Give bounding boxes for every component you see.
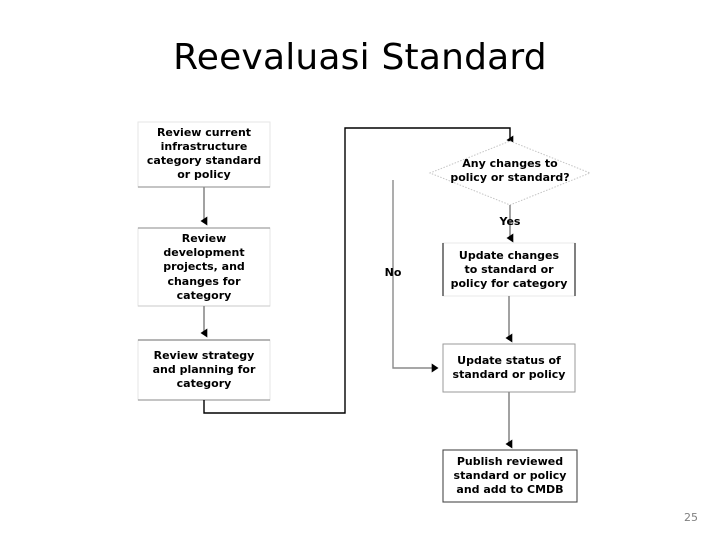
node-label-review-development-projects: Review development projects, and changes… xyxy=(163,232,245,302)
edge-label-yes: Yes xyxy=(499,215,521,228)
node-label-any-changes-decision: Any changes to policy or standard? xyxy=(450,156,570,184)
node-review-current-infrastructure-shape xyxy=(137,121,271,188)
node-label-publish-reviewed: Publish reviewed standard or policy and … xyxy=(453,454,567,497)
node-label-review-current-infrastructure: Review current infrastructure category s… xyxy=(146,125,262,182)
page-title: Reevaluasi Standard xyxy=(173,37,547,78)
node-update-changes-shape xyxy=(442,242,576,297)
node-label-review-strategy-planning: Review strategy and planning for categor… xyxy=(152,348,256,391)
page-number: 25 xyxy=(684,511,698,524)
edge-label-no: No xyxy=(384,266,402,279)
node-label-update-changes: Update changes to standard or policy for… xyxy=(450,248,568,291)
node-publish-reviewed-shape xyxy=(442,449,578,503)
connector-decision-no xyxy=(392,180,439,373)
node-update-status-shape xyxy=(442,343,576,393)
node-label-update-status: Update status of standard or policy xyxy=(452,353,566,381)
node-review-strategy-planning-shape xyxy=(137,339,271,401)
connector-box3-to-decision xyxy=(203,127,514,414)
